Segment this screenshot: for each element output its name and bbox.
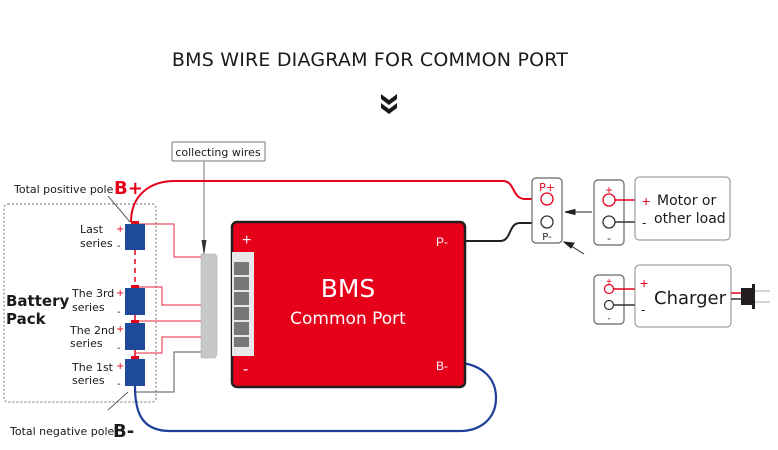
double-chevron-down-icon (381, 94, 397, 114)
bms-plus-label: + (242, 232, 251, 249)
collecting-wires-label: collecting wires (175, 146, 261, 159)
p-minus-wire (466, 222, 543, 242)
svg-text:The 2nd: The 2nd (69, 324, 115, 337)
bms-minus-label: - (243, 361, 248, 378)
cell-2nd: The 2nd series + - (69, 320, 145, 354)
svg-text:-: - (117, 307, 121, 318)
balance-wires (136, 223, 202, 354)
b-plus-wire (130, 180, 537, 223)
svg-text:+: + (640, 275, 648, 291)
negative-sense-wire (136, 351, 202, 393)
cell-last-label-1: Last (80, 223, 104, 236)
svg-text:+: + (116, 288, 124, 299)
bms-p-minus-label: P- (436, 235, 448, 249)
charger: + - Charger (634, 264, 732, 328)
svg-text:+: + (606, 277, 612, 288)
b-plus-symbol: B+ (114, 178, 143, 199)
bms-board: BMS Common Port + - P- B- (230, 220, 467, 389)
svg-text:+: + (642, 193, 650, 209)
cell-last: Last series + - (80, 221, 145, 252)
svg-text:+: + (116, 224, 124, 235)
battery-pack-boundary (3, 203, 157, 403)
svg-text:-: - (117, 343, 121, 354)
svg-text:-: - (117, 241, 121, 252)
b-minus-wire (133, 361, 498, 433)
total-positive-label: Total positive pole (13, 183, 114, 196)
cell-1st: The 1st series + - (71, 356, 145, 390)
bms-title: BMS (321, 274, 376, 303)
connect-arrows (562, 208, 592, 255)
diagram-title: BMS WIRE DIAGRAM FOR COMMON PORT (172, 49, 568, 71)
svg-text:series: series (72, 374, 105, 387)
load-label-2: other load (654, 211, 726, 227)
bms-subtitle: Common Port (290, 309, 406, 329)
b-minus-symbol: B- (113, 421, 134, 442)
svg-text:-: - (641, 303, 645, 317)
battery-pack-label-1: Battery (6, 292, 69, 310)
motor-load: + - Motor or other load (634, 176, 731, 241)
load-port: + - (593, 179, 636, 246)
svg-text:+: + (116, 324, 124, 335)
total-negative-label: Total negative pole (9, 425, 115, 438)
svg-text:+: + (116, 361, 124, 372)
power-plug-icon (731, 284, 770, 309)
svg-text:-: - (642, 216, 646, 230)
svg-text:-: - (607, 232, 611, 245)
svg-text:The 3rd: The 3rd (71, 287, 114, 300)
cell-last-label-2: series (80, 237, 113, 250)
bms-b-minus-label: B- (436, 359, 448, 373)
output-port: P+ P- (531, 177, 563, 244)
svg-text:series: series (70, 337, 103, 350)
collecting-wires-callout: collecting wires (171, 141, 266, 256)
load-label-1: Motor or (657, 193, 716, 209)
charger-label: Charger (654, 288, 727, 309)
battery-pack-label-2: Pack (6, 310, 47, 328)
svg-text:+: + (605, 183, 612, 197)
charger-port: + - (593, 274, 636, 325)
svg-text:-: - (117, 379, 121, 390)
svg-text:-: - (607, 314, 610, 324)
output-p-minus-label: P- (542, 232, 552, 243)
output-p-plus-label: P+ (539, 181, 555, 194)
collecting-connector (200, 253, 218, 359)
cell-3rd: The 3rd series + - (71, 285, 145, 318)
svg-text:series: series (72, 301, 105, 314)
svg-text:The 1st: The 1st (71, 361, 114, 374)
